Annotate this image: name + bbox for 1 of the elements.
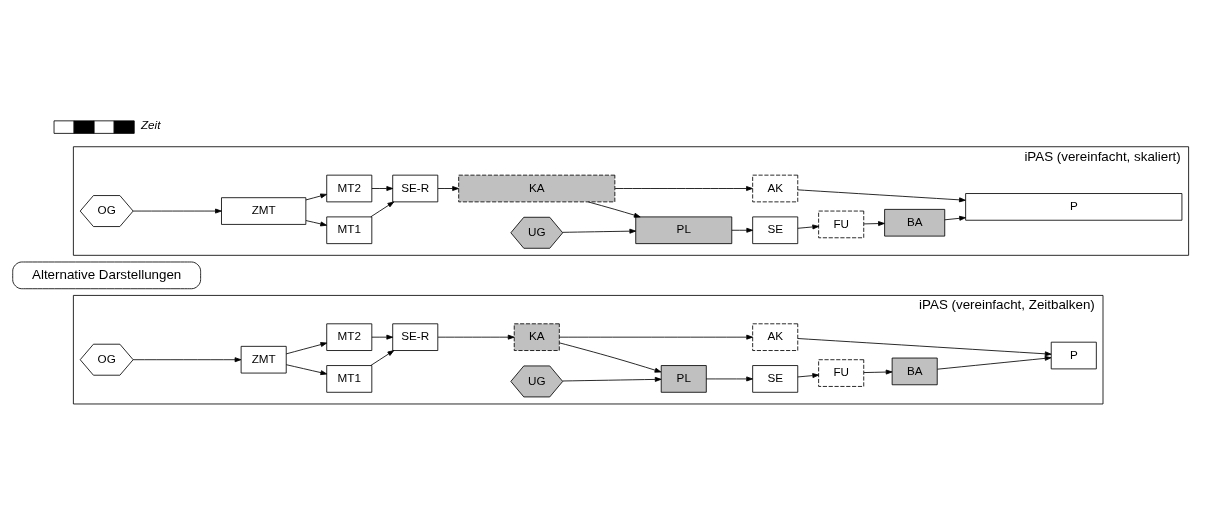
legend-label: Zeit <box>140 118 161 132</box>
